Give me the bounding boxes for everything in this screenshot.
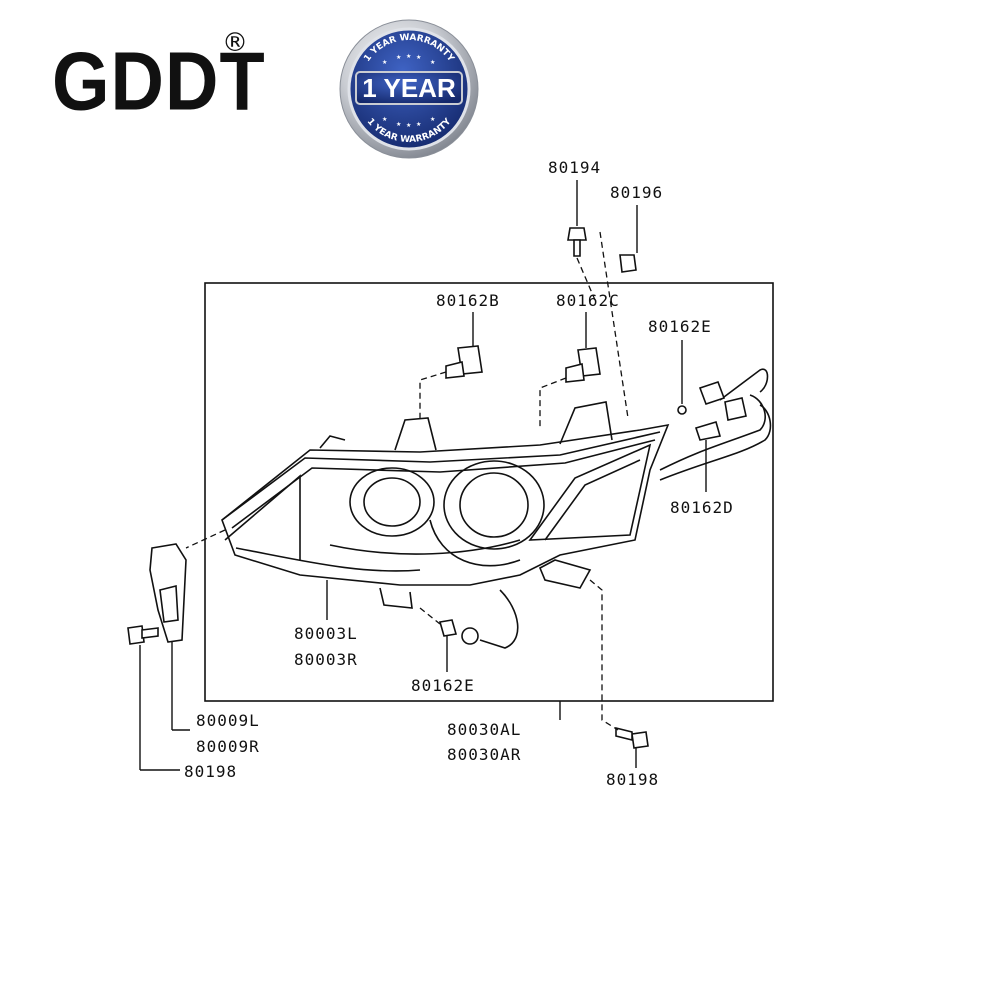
part-label-80162d: 80162D [670, 498, 734, 517]
part-label-80030al: 80030AL [447, 720, 522, 739]
svg-text:★: ★ [430, 59, 435, 66]
part-label-80162e-bottom: 80162E [411, 676, 475, 695]
svg-text:★: ★ [382, 116, 387, 123]
part-label-80003r: 80003R [294, 650, 358, 669]
svg-text:★: ★ [396, 54, 401, 61]
svg-text:★: ★ [396, 121, 401, 128]
part-label-80009r: 80009R [196, 737, 260, 756]
svg-text:★: ★ [430, 116, 435, 123]
brand-logo: GDDT [52, 34, 266, 128]
part-label-80009l: 80009L [196, 711, 260, 730]
svg-text:★: ★ [406, 53, 411, 60]
part-label-80162e-top: 80162E [648, 317, 712, 336]
registered-mark: ® [222, 28, 248, 58]
svg-text:★: ★ [416, 54, 421, 61]
badge-main-text: 1 YEAR [362, 73, 456, 103]
warranty-badge: 1 YEAR WARRANTY 1 YEAR WARRANTY ★★★ ★★ ★… [339, 19, 479, 159]
part-label-80030ar: 80030AR [447, 745, 522, 764]
svg-text:★: ★ [406, 122, 411, 129]
part-label-80003l: 80003L [294, 624, 358, 643]
part-label-80196: 80196 [610, 183, 664, 202]
headlamp-housing [221, 423, 670, 586]
part-label-80194: 80194 [548, 158, 602, 177]
part-label-80162c: 80162C [556, 291, 620, 310]
part-label-80198-right: 80198 [606, 770, 660, 789]
part-label-80162b: 80162B [436, 291, 500, 310]
svg-text:★: ★ [416, 121, 421, 128]
svg-text:★: ★ [382, 59, 387, 66]
part-label-80198-left: 80198 [184, 762, 238, 781]
assembly-frame [204, 282, 774, 702]
